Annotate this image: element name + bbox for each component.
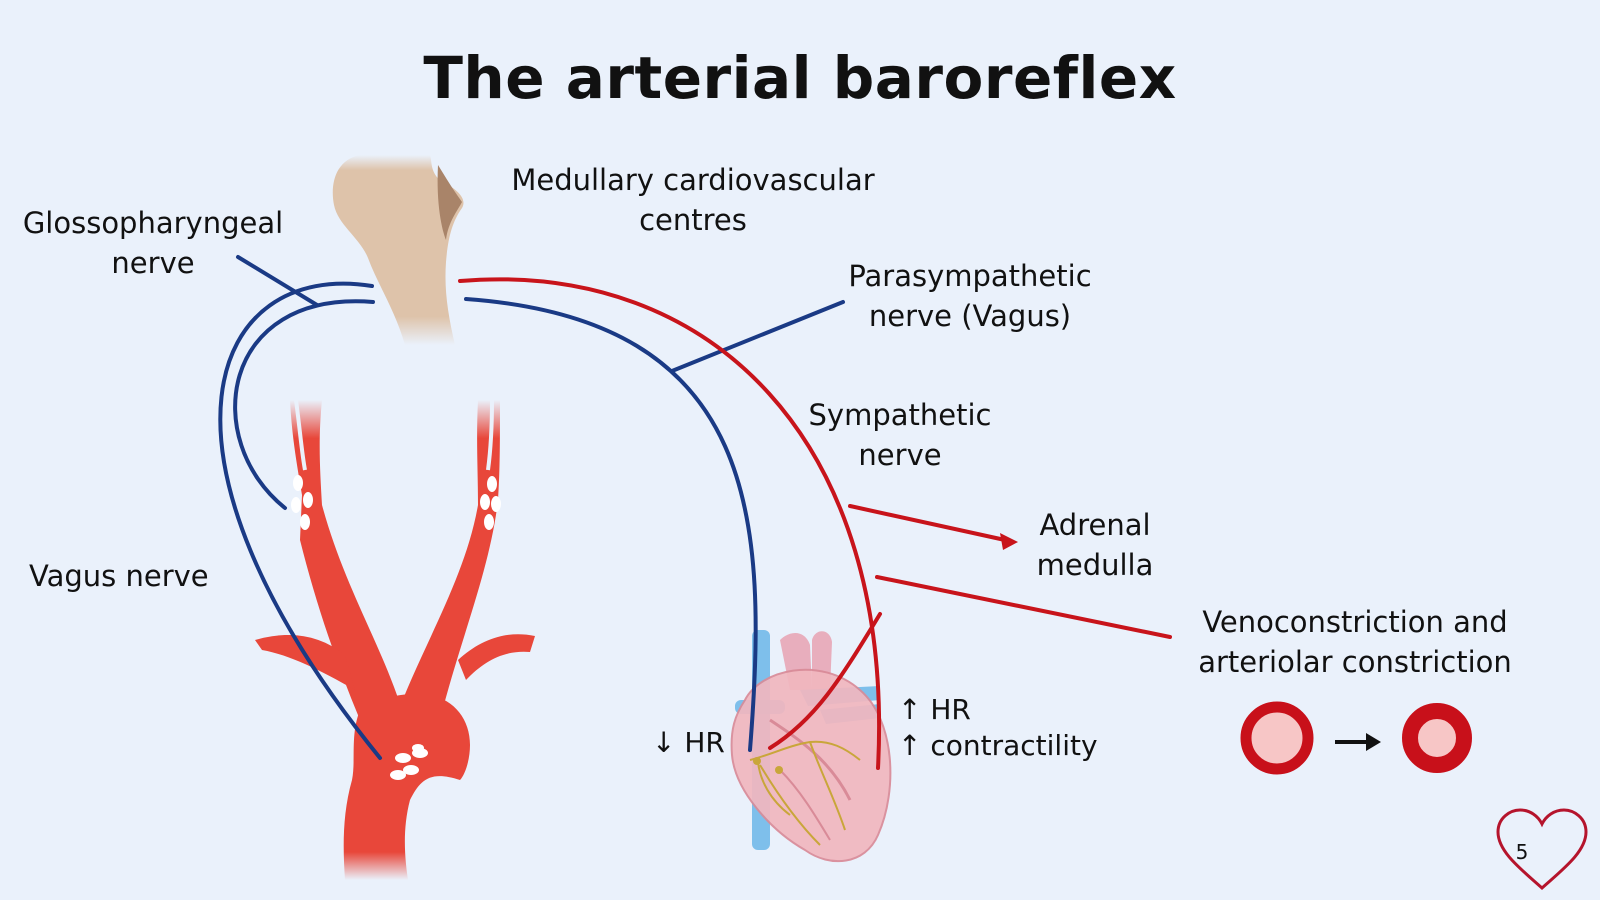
vagus-nerve-label: Vagus nerve — [29, 559, 209, 593]
baroreceptor-dots — [291, 475, 501, 780]
vagus-afferent-nerve — [218, 281, 382, 760]
vessel-before — [1240, 701, 1314, 775]
hr-decrease-label: ↓ HR — [652, 726, 725, 759]
parasympathetic-nerve-label: Parasympathetic nerve (Vagus) — [848, 259, 1092, 333]
page-number: 5 — [1515, 840, 1529, 864]
sympathetic-nerve-label: Sympathetic nerve — [808, 398, 992, 472]
efferent-nerves — [458, 277, 1172, 770]
afferent-nerves — [218, 255, 845, 760]
brainstem-illustration — [332, 155, 464, 345]
heart-logo-icon — [1496, 808, 1588, 891]
vessel-after — [1402, 703, 1472, 773]
medullary-centres-label: Medullary cardiovascular centres — [511, 163, 875, 237]
venoconstriction-label: Venoconstriction and arteriolar constric… — [1198, 605, 1512, 679]
sympathetic-nerve — [458, 277, 882, 770]
parasympathetic-vagus-nerve — [464, 297, 758, 752]
glossopharyngeal-nerve-label: Glossopharyngeal nerve — [22, 206, 284, 280]
constriction-arrow — [1366, 733, 1381, 751]
heart-illustration — [730, 630, 892, 863]
vessel-constriction-icons — [1240, 701, 1472, 775]
adrenal-arrowhead — [1000, 533, 1018, 550]
adrenal-medulla-label: Adrenal medulla — [1036, 508, 1154, 582]
carotid-aortic-arteries — [255, 399, 535, 880]
slide-title: The arterial baroreflex — [423, 44, 1177, 112]
hr-increase-label: ↑ HR ↑ contractility — [898, 693, 1098, 762]
